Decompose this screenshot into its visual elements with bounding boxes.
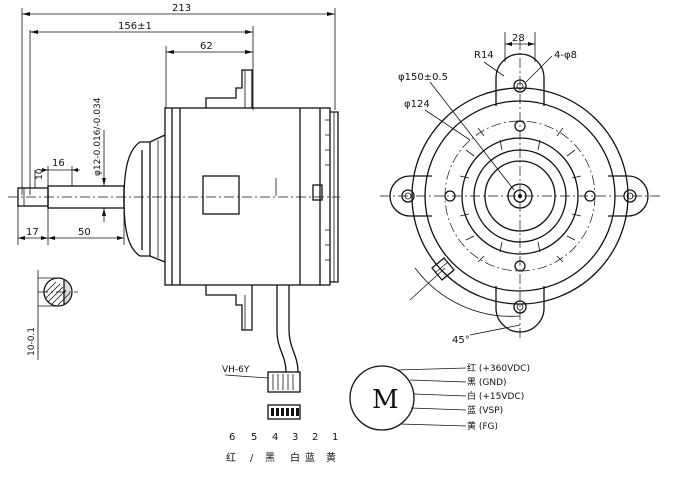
dim-shaft-diameter: φ12-0.016/-0.034: [93, 97, 103, 176]
wire-label: 蓝 (VSP): [467, 404, 503, 416]
pin-color: 白: [290, 451, 300, 464]
dim-pcd: φ150±0.5: [398, 72, 448, 83]
mount-ear-right: [608, 175, 649, 217]
dim-mount-width: 28: [512, 33, 525, 44]
connector-label: VH-6Y: [222, 365, 250, 375]
wire-label: 白 (+15VDC): [467, 390, 524, 402]
dim-overall-length: 213: [172, 3, 191, 14]
pin-color: 蓝: [305, 452, 315, 464]
motor-symbol: [349, 365, 415, 431]
dim-inner-diameter: φ124: [404, 99, 430, 110]
pin-number: 3: [292, 432, 298, 443]
motor-wiring: M 红 (+360VDC) 黑 (GND) 白 (+15VDC) 蓝 (VSP)…: [349, 362, 530, 432]
dim-shaft-end: 17: [26, 227, 39, 238]
dim-top-62: 62: [200, 41, 213, 52]
pin-number: 4: [272, 432, 278, 443]
pin-number: 6: [229, 432, 235, 443]
pin-color: 红: [226, 451, 236, 464]
mount-ear-left: [389, 175, 432, 217]
side-view: 213 156±1 62: [8, 3, 340, 420]
pin-number: 5: [251, 432, 257, 443]
pin-color: /: [250, 453, 254, 464]
pin-number: 2: [312, 432, 318, 443]
pin-color: 黑: [265, 452, 275, 464]
wire-label: 黑 (GND): [467, 377, 507, 388]
front-view: 45° 28 R14 4-φ8 φ150±0.5 φ124: [380, 32, 660, 346]
wire-label: 红 (+360VDC): [467, 362, 530, 374]
dim-shaft-length: 50: [78, 227, 91, 238]
pin-color: 黄: [326, 451, 336, 464]
dim-holes: 4-φ8: [554, 50, 577, 61]
pin-number: 1: [332, 432, 338, 443]
dim-key: 10-0.1: [27, 327, 37, 356]
dim-body-length: 156±1: [118, 21, 152, 32]
dim-flat-10: 10: [35, 168, 45, 180]
dim-radius: R14: [474, 50, 494, 61]
dim-flat-16: 16: [52, 158, 65, 169]
dim-angle: 45°: [452, 335, 470, 346]
wire-label: 黄 (FG): [467, 420, 498, 432]
motor-letter: M: [372, 385, 399, 415]
pinout: 6 5 4 3 2 1 红 / 黑 白 蓝 黄: [226, 432, 338, 464]
